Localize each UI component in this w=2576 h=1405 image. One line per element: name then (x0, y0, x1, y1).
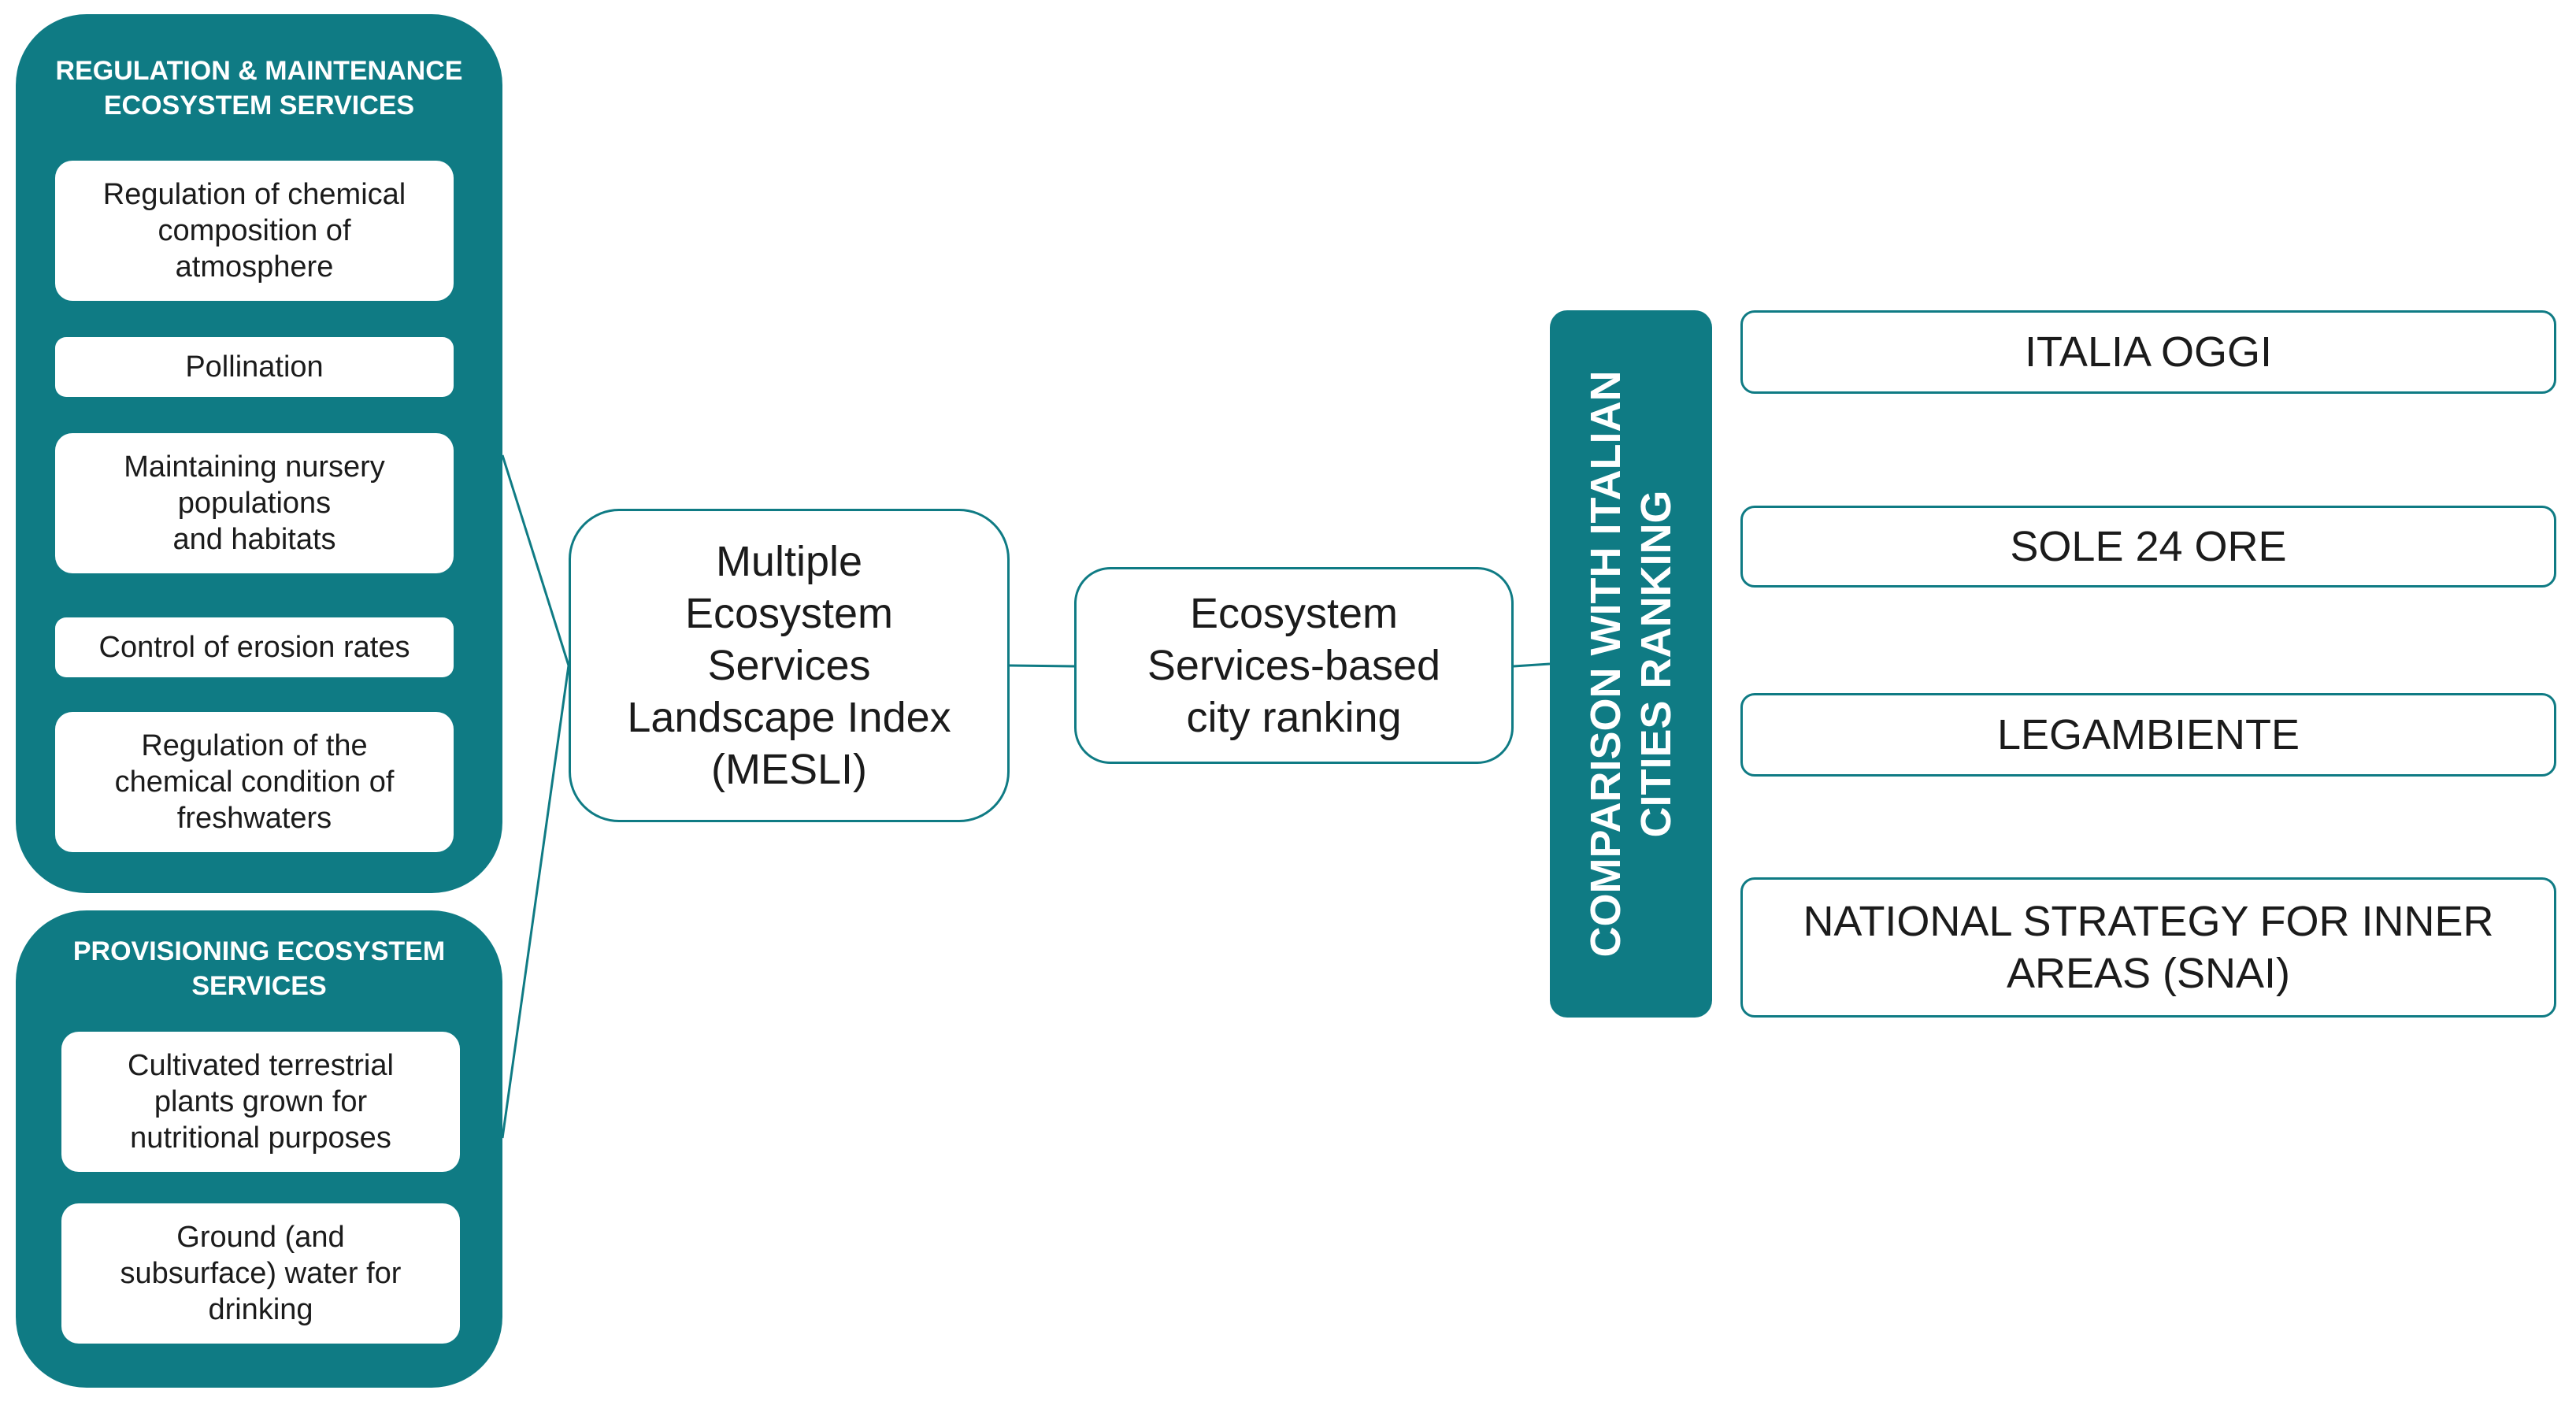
city-ranking-box: Ecosystem Services-based city ranking (1074, 567, 1514, 764)
service-nursery-populations: Maintaining nursery populations and habi… (55, 433, 454, 573)
regulation-group-title: REGULATION & MAINTENANCE ECOSYSTEM SERVI… (55, 56, 463, 120)
comparison-box: COMPARISON WITH ITALIAN CITIES RANKING (1550, 310, 1712, 1018)
ranking-legambiente: LEGAMBIENTE (1740, 693, 2556, 777)
service-freshwater-chemistry: Regulation of the chemical condition of … (55, 712, 454, 852)
connector-provisioning-to-mesli (501, 665, 570, 1139)
ranking-snai: NATIONAL STRATEGY FOR INNER AREAS (SNAI) (1740, 877, 2556, 1018)
connector-mesli-to-ranking (1009, 664, 1075, 668)
provisioning-group-title: PROVISIONING ECOSYSTEM SERVICES (72, 936, 446, 1001)
connector-ranking-to-comparison (1513, 662, 1551, 668)
service-cultivated-plants: Cultivated terrestrial plants grown for … (61, 1032, 460, 1172)
ranking-sole-24-ore: SOLE 24 ORE (1740, 506, 2556, 588)
service-regulation-atmosphere: Regulation of chemical composition of at… (55, 161, 454, 301)
ranking-italia-oggi: ITALIA OGGI (1740, 310, 2556, 394)
connector-regulation-to-mesli (501, 454, 570, 666)
service-pollination: Pollination (55, 337, 454, 397)
provisioning-group: PROVISIONING ECOSYSTEM SERVICES Cultivat… (16, 910, 502, 1388)
service-drinking-water: Ground (and subsurface) water for drinki… (61, 1203, 460, 1344)
service-erosion-control: Control of erosion rates (55, 617, 454, 677)
mesli-index-box: Multiple Ecosystem Services Landscape In… (569, 509, 1010, 822)
comparison-label: COMPARISON WITH ITALIAN CITIES RANKING (1582, 370, 1680, 958)
regulation-maintenance-group: REGULATION & MAINTENANCE ECOSYSTEM SERVI… (16, 14, 502, 893)
